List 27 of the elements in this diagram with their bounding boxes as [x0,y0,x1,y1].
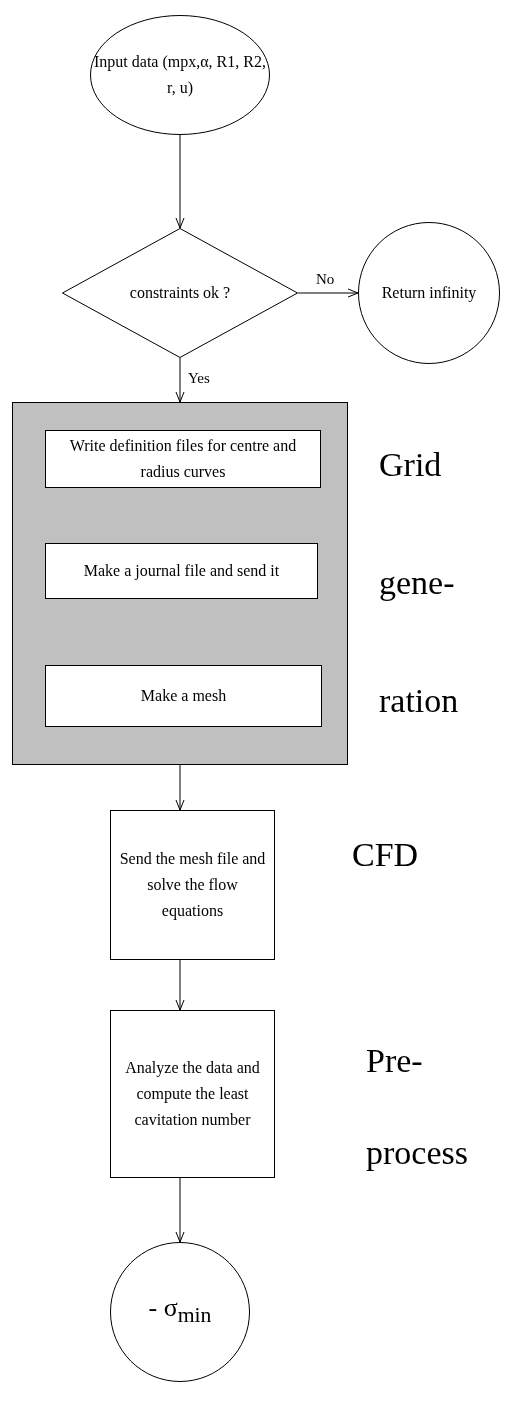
arrow [175,959,185,1011]
group-heading: Grid gene- ration [379,445,460,721]
node-text: Return infinity [380,283,478,304]
node-text: Make a mesh [139,686,228,706]
arrow [175,134,185,229]
decision-diamond [62,228,298,358]
end-circle [358,222,500,364]
node-text: - σ$_{min}$ [147,1295,213,1329]
node-text: Send the mesh file and solve the flow equations [118,849,267,922]
arrow [297,288,359,298]
arrow [175,1177,185,1243]
node-text: Input data (mpx,α, R1, R2, r, u) [93,52,267,99]
side-label: Pre- process [366,1041,469,1173]
node-text: Make a journal file and send it [82,561,281,582]
process-box [45,543,318,599]
end-circle [110,1242,250,1382]
start-ellipse [90,15,270,135]
process-box [110,1010,275,1178]
process-box [110,810,275,960]
node-text: constraints ok ? [128,283,232,303]
process-box [45,665,322,727]
node-text: Analyze the data and compute the least cavitation number [124,1058,261,1130]
process-box [45,430,321,488]
node-text: Write definition files for centre and radius curves [68,436,298,482]
side-label: CFD [352,835,420,875]
arrow [175,357,185,403]
arrow [175,764,185,811]
